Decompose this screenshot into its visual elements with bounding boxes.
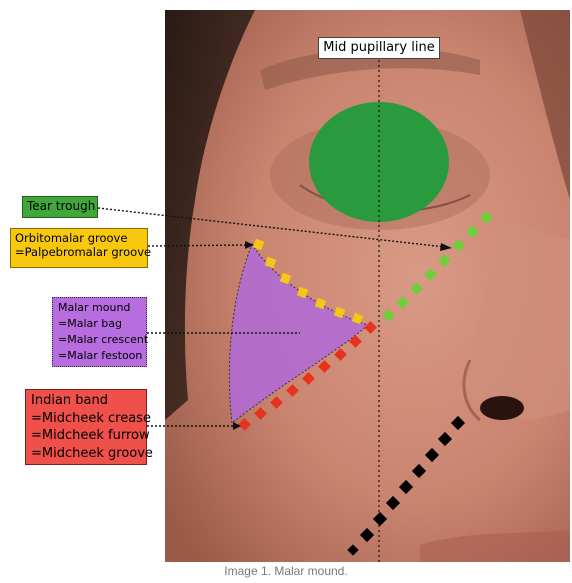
malar-label-line: Malar mound — [58, 301, 131, 314]
face-photo — [165, 10, 570, 562]
orbitomalar-groove-marks — [252, 238, 364, 325]
figure-caption: Image 1. Malar mound. — [224, 564, 348, 578]
leader-arrowheads — [233, 241, 452, 430]
orbitomalar-label-line: =Palpebromalar groove — [15, 245, 152, 260]
malar-mound-label: Malar mound =Malar bag =Malar crescent =… — [52, 297, 149, 367]
orbitomalar-leader — [147, 244, 248, 247]
indian-band-label: Indian band =Midcheek crease =Midcheek f… — [25, 389, 153, 465]
malar-label-line: =Malar bag — [58, 317, 122, 330]
orbitomalar-label-line: Orbitomalar groove — [15, 231, 128, 245]
indian-band-arrowhead — [233, 422, 241, 430]
indian-band-marks — [238, 321, 377, 431]
indian-band-label-line: =Midcheek furrow — [31, 428, 150, 443]
orbitomalar-groove-label: Orbitomalar groove =Palpebromalar groove — [10, 228, 152, 268]
indian-band-label-line: =Midcheek crease — [31, 410, 151, 426]
indian-band-label-line: Indian band — [31, 393, 108, 408]
leader-lines — [97, 207, 446, 427]
tear-trough-marks — [382, 211, 493, 322]
tear-trough-label: Tear trough — [22, 196, 98, 218]
malar-label-line: =Malar crescent — [58, 333, 149, 346]
malar-label-line: =Malar festoon — [58, 349, 143, 362]
indian-band-label-line: =Midcheek groove — [31, 445, 153, 461]
nasolabial-marks — [347, 415, 466, 556]
mid-pupillary-line-label: Mid pupillary line — [318, 37, 440, 59]
orbitomalar-arrowhead — [245, 241, 254, 249]
tear-trough-arrowhead — [440, 243, 452, 251]
